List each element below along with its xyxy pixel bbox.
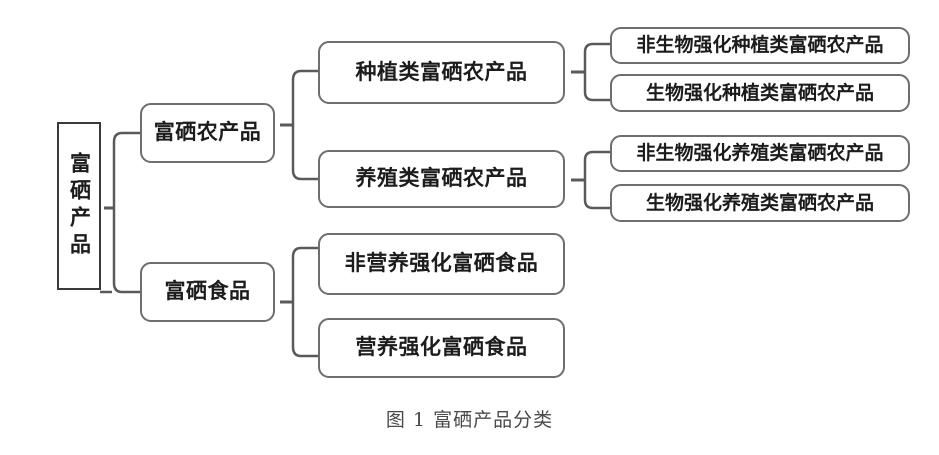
node-yangzhi-lei[interactable]: 养殖类富硒农产品 bbox=[318, 150, 565, 208]
node-fuxi-shipin[interactable]: 富硒食品 bbox=[140, 262, 275, 322]
node-shengwu-qianghua-yangzhi[interactable]: 生物强化养殖类富硒农产品 bbox=[610, 184, 910, 222]
node-fei-yingyang-qianghua-shipin[interactable]: 非营养强化富硒食品 bbox=[318, 233, 565, 295]
node-fei-shengwu-qianghua-zhongzhi[interactable]: 非生物强化种植类富硒农产品 bbox=[610, 27, 910, 64]
node-shengwu-qianghua-zhongzhi[interactable]: 生物强化种植类富硒农产品 bbox=[610, 74, 910, 112]
node-fuxi-nongchanpin[interactable]: 富硒农产品 bbox=[140, 103, 275, 163]
connector-yangzhi-to-leaves bbox=[565, 138, 613, 216]
node-fei-shengwu-qianghua-yangzhi[interactable]: 非生物强化养殖类富硒农产品 bbox=[610, 135, 910, 172]
connector-zhongzhi-to-leaves bbox=[565, 30, 613, 108]
node-zhongzhi-lei[interactable]: 种植类富硒农产品 bbox=[318, 41, 565, 104]
connector-nongchanpin-to-children bbox=[275, 55, 323, 195]
node-root[interactable]: 富硒产品 bbox=[57, 122, 101, 290]
connector-root-to-level2 bbox=[100, 125, 144, 300]
node-yingyang-qianghua-shipin[interactable]: 营养强化富硒食品 bbox=[318, 318, 565, 378]
connector-shipin-to-children bbox=[275, 240, 323, 370]
figure-caption: 图 1 富硒产品分类 bbox=[385, 409, 554, 431]
